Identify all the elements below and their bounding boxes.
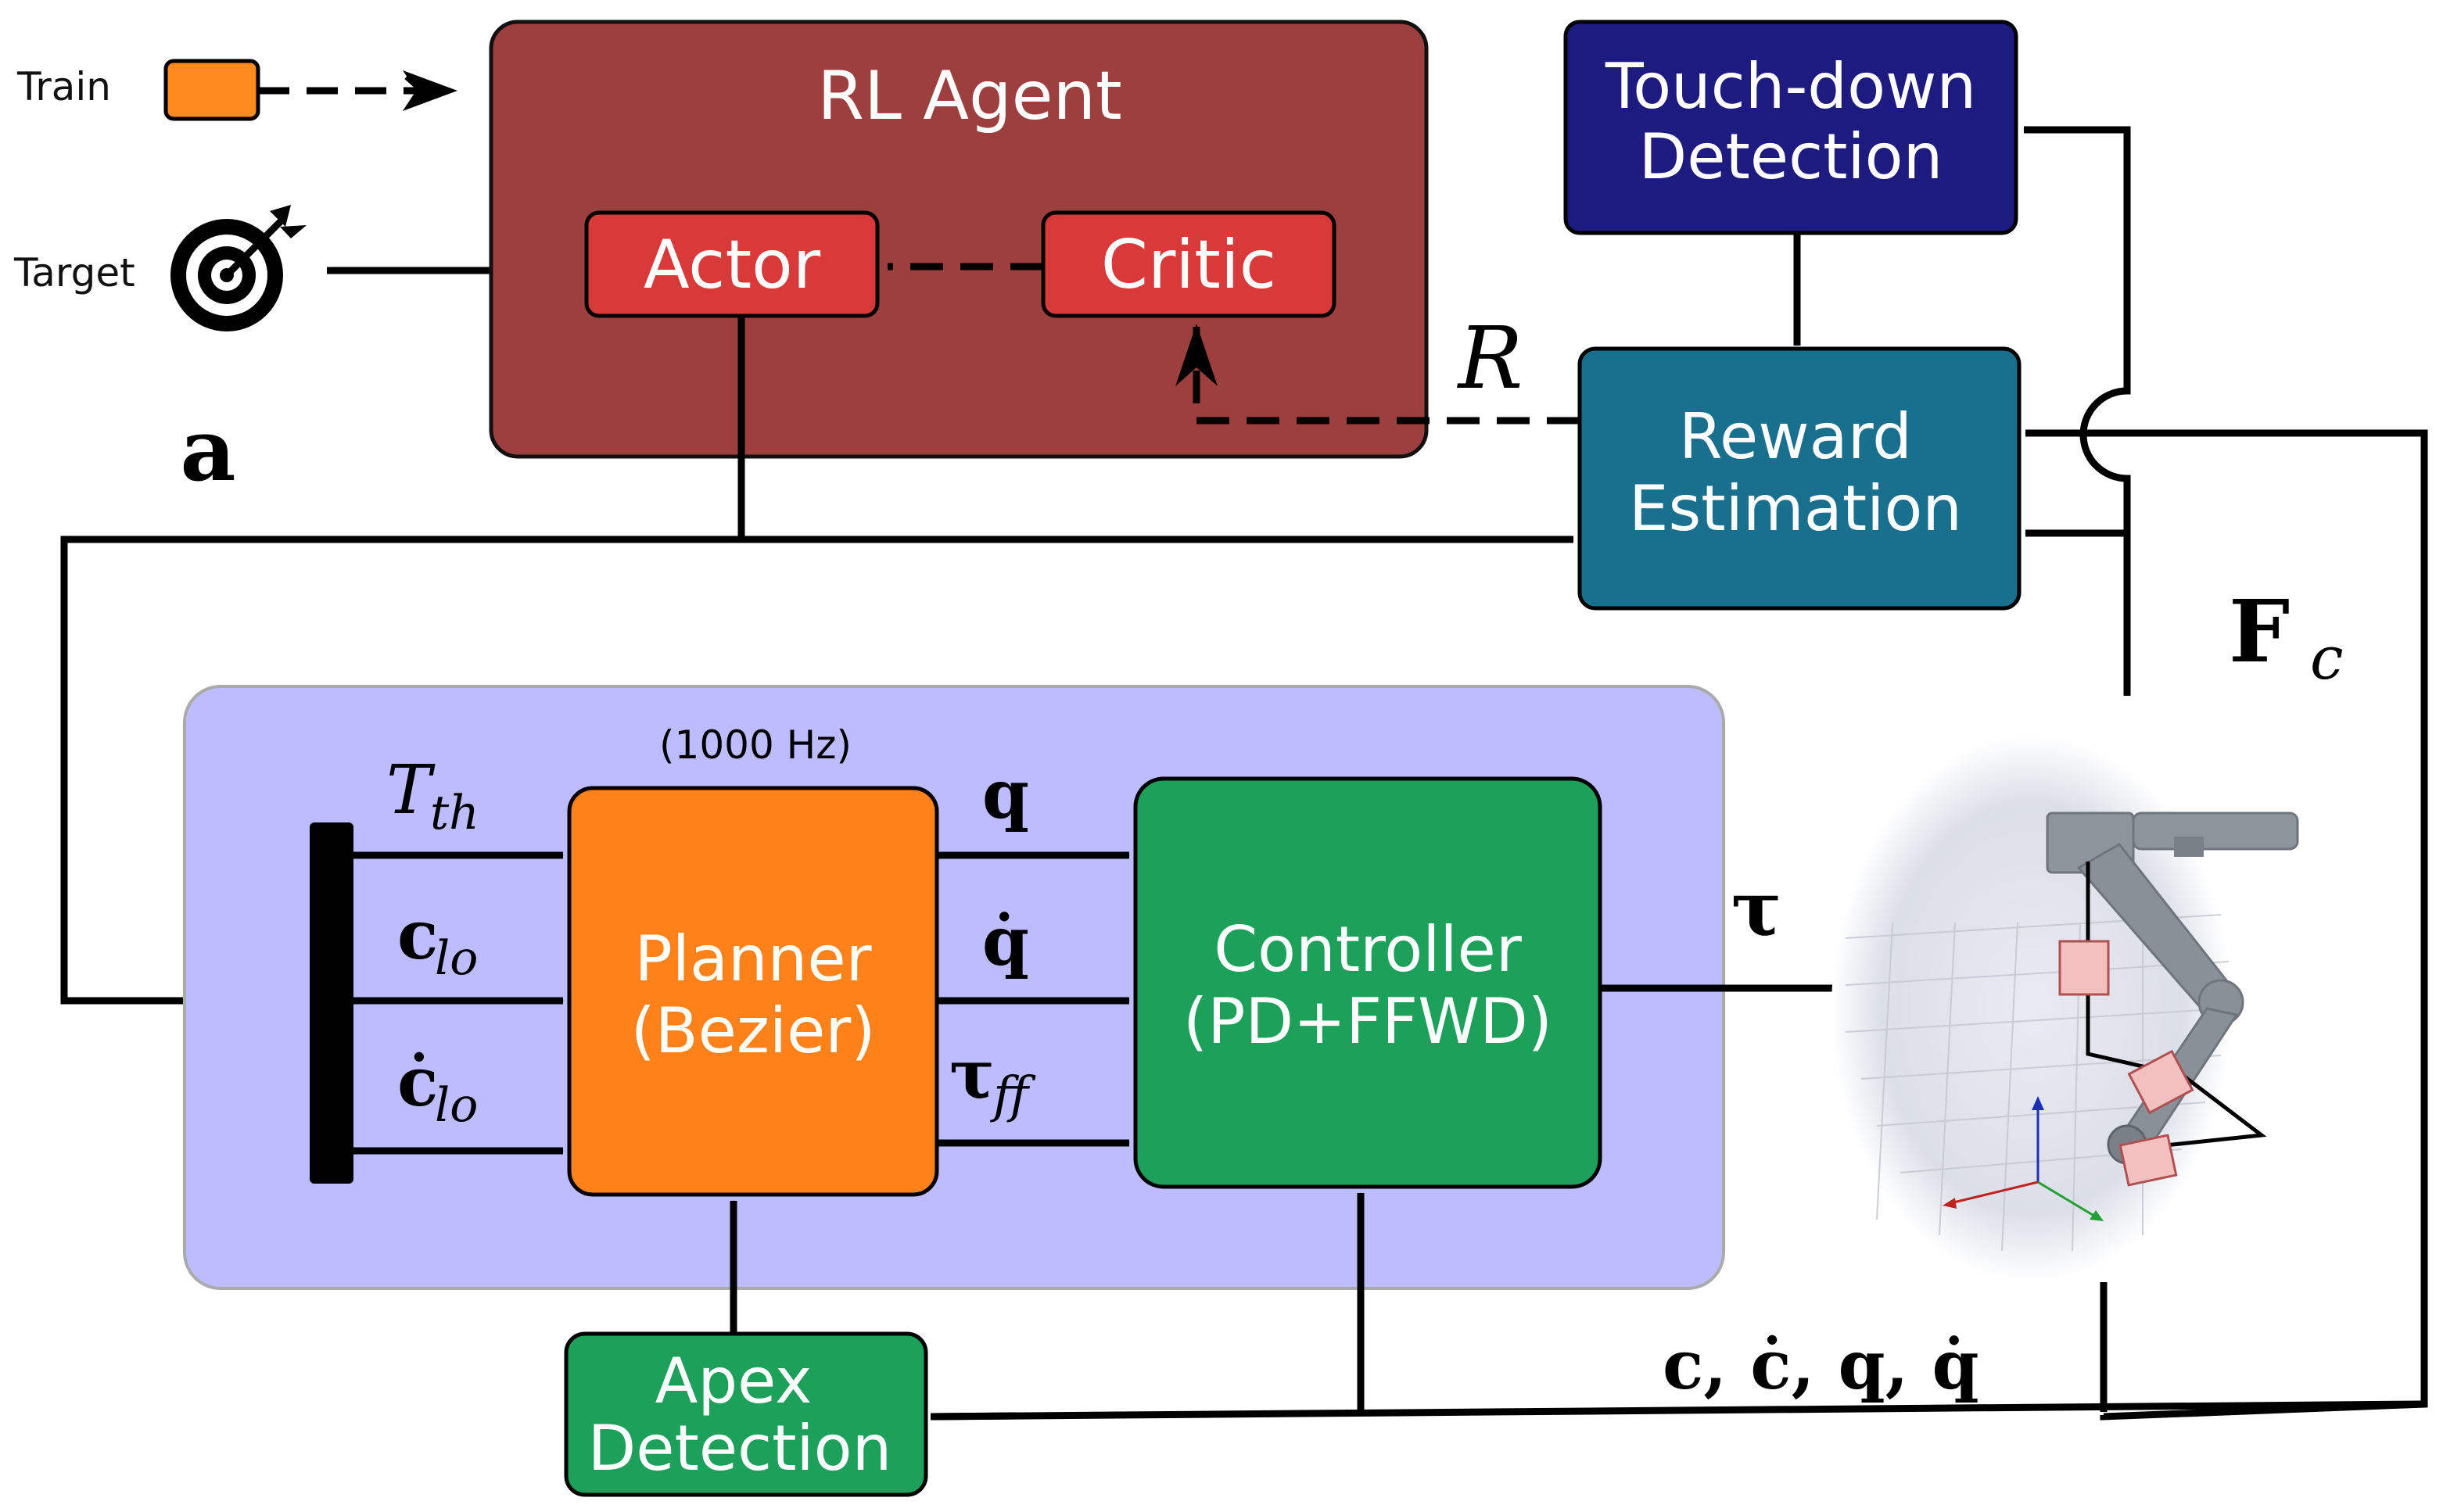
actor-block bbox=[584, 210, 880, 318]
fc-sub: c bbox=[2310, 623, 2344, 693]
legend-target-label: Target bbox=[13, 250, 135, 296]
apex-detection-block bbox=[564, 1331, 928, 1497]
reward-line2: Estimation bbox=[1629, 472, 1962, 545]
planner-line2: (Bezier) bbox=[631, 994, 876, 1067]
target-icon bbox=[170, 205, 307, 331]
controller-line2: (PD+FFWD) bbox=[1183, 985, 1552, 1058]
tau-ff-sub: ff bbox=[990, 1066, 1036, 1124]
tau-ff-label: τ ff bbox=[949, 1035, 1036, 1124]
touchdown-line2: Detection bbox=[1639, 120, 1943, 193]
critic-label: Critic bbox=[1101, 226, 1276, 304]
t-th-main: T bbox=[386, 751, 436, 829]
c-lo-label: c lo bbox=[397, 896, 478, 986]
tau-ff-main: τ bbox=[949, 1035, 995, 1114]
touchdown-line1: Touch-down bbox=[1605, 50, 1976, 123]
reward-to-critic-arrowhead bbox=[1175, 324, 1218, 386]
controller-line1: Controller bbox=[1214, 913, 1522, 986]
fc-label: F c bbox=[2229, 581, 2344, 693]
legend-train-label: Train bbox=[16, 64, 111, 109]
actor-label: Actor bbox=[644, 226, 821, 304]
planner-line1: Planner bbox=[634, 923, 871, 995]
tau-label: τ bbox=[1731, 865, 1782, 953]
t-th-sub: th bbox=[430, 786, 479, 840]
cdot-lo-main: ċ bbox=[397, 1043, 438, 1122]
apex-line1: Apex bbox=[655, 1345, 813, 1417]
planner-rate-label: (1000 Hz) bbox=[659, 722, 852, 768]
mux-bar bbox=[310, 822, 353, 1184]
touchdown-detection-block bbox=[1563, 20, 2018, 235]
fc-main: F bbox=[2229, 581, 2290, 682]
planner-block bbox=[567, 786, 939, 1197]
reward-line1: Reward bbox=[1679, 400, 1912, 473]
reward-to-critic-line bbox=[1193, 327, 1580, 425]
controller-block bbox=[1133, 776, 1602, 1189]
apex-line2: Detection bbox=[588, 1412, 892, 1485]
robot-leg-image bbox=[1831, 735, 2299, 1282]
cdot-lo-sub: lo bbox=[435, 1078, 478, 1133]
c-lo-main: c bbox=[397, 896, 438, 975]
state-to-apex-arrow bbox=[931, 1412, 1017, 1421]
t-th-label: T th bbox=[386, 751, 479, 840]
state-feedback-label: c, ċ, q, q̇ bbox=[1663, 1326, 1979, 1405]
reward-estimation-block bbox=[1577, 346, 2022, 611]
c-lo-sub: lo bbox=[435, 931, 478, 986]
action-label: a bbox=[180, 399, 235, 500]
q-label: q bbox=[982, 755, 1029, 834]
legend-train-arrowhead bbox=[403, 70, 457, 111]
rl-agent-title: RL Agent bbox=[817, 57, 1122, 135]
legend-train-swatch bbox=[163, 59, 260, 121]
reward-signal-label: R bbox=[1457, 308, 1523, 408]
state-feedback-bus bbox=[930, 1400, 2425, 1421]
qdot-label: q̇ bbox=[982, 902, 1029, 981]
fc-to-touchdown-line bbox=[2025, 126, 2131, 533]
cdot-lo-label: ċ lo bbox=[397, 1043, 478, 1133]
